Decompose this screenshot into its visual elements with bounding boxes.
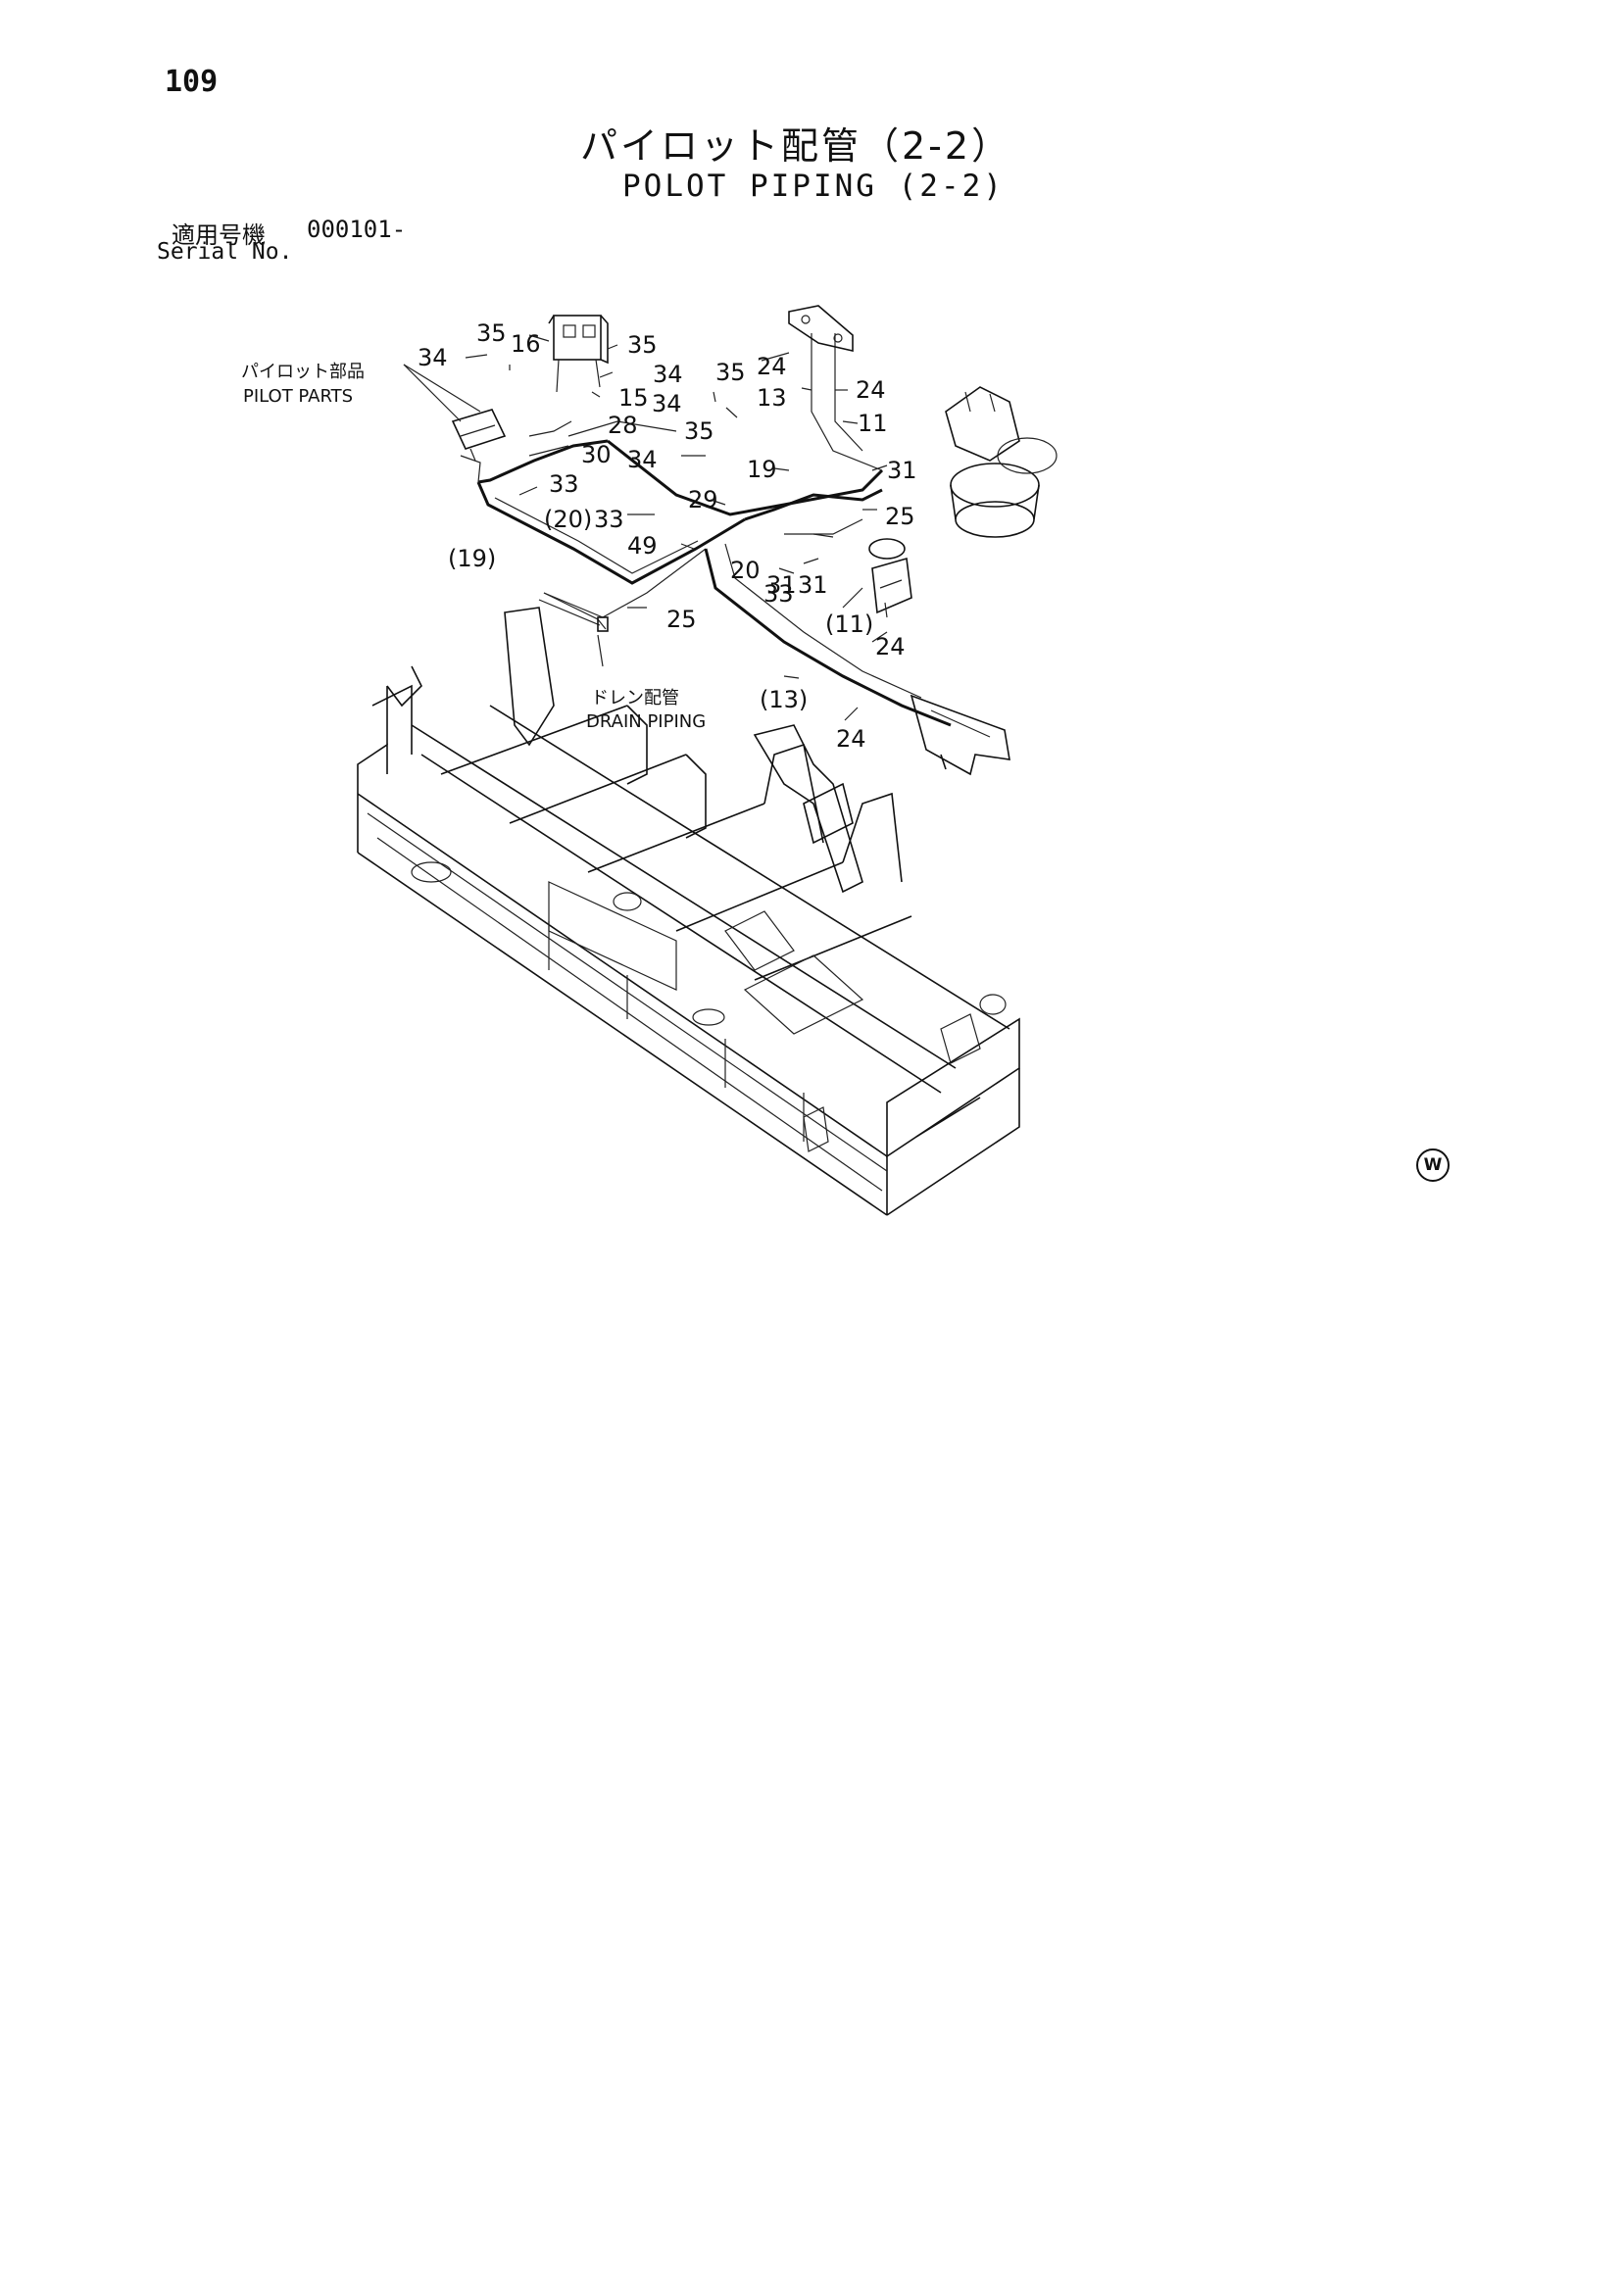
callout-24: 24 bbox=[836, 725, 866, 753]
callout-13: 13 bbox=[757, 384, 787, 412]
callout-34: 34 bbox=[627, 446, 658, 473]
solenoid-valve bbox=[868, 538, 912, 618]
callout-30: 30 bbox=[581, 441, 612, 468]
callout-34: 34 bbox=[652, 390, 682, 417]
callout-24: 24 bbox=[757, 353, 787, 380]
callout-34: 34 bbox=[418, 344, 448, 371]
pilot-parts-block bbox=[451, 409, 507, 462]
drain-piping-label-en: DRAIN PIPING bbox=[586, 711, 706, 732]
right-bracket bbox=[910, 694, 1010, 776]
callout-49: 49 bbox=[627, 532, 658, 560]
page-title-japanese: パイロット配管（2-2） bbox=[580, 124, 1012, 168]
callout-28: 28 bbox=[608, 412, 638, 439]
pilot-parts-label-en: PILOT PARTS bbox=[243, 386, 353, 407]
callout-33: 33 bbox=[594, 506, 624, 533]
callout-11: 11 bbox=[858, 410, 888, 437]
callout-29: 29 bbox=[688, 486, 718, 513]
callout-leaders bbox=[403, 334, 888, 721]
callout-33: 33 bbox=[549, 470, 579, 498]
callout-13-ref: (13) bbox=[760, 686, 808, 713]
drain-piping-label-jp: ドレン配管 bbox=[591, 688, 679, 708]
pilot-pipe-runs bbox=[476, 333, 952, 727]
main-frame bbox=[357, 607, 1020, 1216]
callout-15: 15 bbox=[618, 384, 649, 412]
callout-31: 31 bbox=[766, 571, 797, 599]
serial-number-value: 000101- bbox=[307, 216, 407, 243]
callout-24: 24 bbox=[856, 376, 886, 404]
callout-20-ref: (20) bbox=[544, 506, 592, 533]
revision-mark: W bbox=[1416, 1148, 1450, 1182]
drain-pipe-end bbox=[543, 592, 609, 632]
callout-19-ref: (19) bbox=[448, 545, 496, 572]
top-bracket bbox=[788, 305, 854, 353]
callout-24: 24 bbox=[875, 633, 906, 660]
callout-35: 35 bbox=[476, 319, 507, 347]
callout-31: 31 bbox=[887, 457, 917, 484]
swing-motor bbox=[945, 386, 1058, 538]
callout-31: 31 bbox=[798, 571, 828, 599]
callout-35: 35 bbox=[715, 359, 746, 386]
callout-33: 33 bbox=[763, 580, 794, 608]
page-title-english: POLOT PIPING (2-2) bbox=[622, 169, 1005, 204]
callout-20: 20 bbox=[730, 557, 761, 584]
pilot-parts-label-jp: パイロット部品 bbox=[241, 362, 365, 382]
callout-16: 16 bbox=[511, 330, 541, 358]
callout-11-ref: (11) bbox=[825, 611, 873, 638]
page-number: 109 bbox=[165, 65, 219, 99]
callout-35: 35 bbox=[627, 331, 658, 359]
callout-25: 25 bbox=[666, 606, 697, 633]
callout-34: 34 bbox=[653, 361, 683, 388]
pilot-valve bbox=[548, 315, 609, 393]
serial-label-english: Serial No. bbox=[157, 239, 293, 265]
callout-25: 25 bbox=[885, 503, 915, 530]
callout-19: 19 bbox=[747, 456, 777, 483]
callout-35: 35 bbox=[684, 417, 714, 445]
serial-label-japanese: 適用号機 bbox=[172, 221, 266, 249]
